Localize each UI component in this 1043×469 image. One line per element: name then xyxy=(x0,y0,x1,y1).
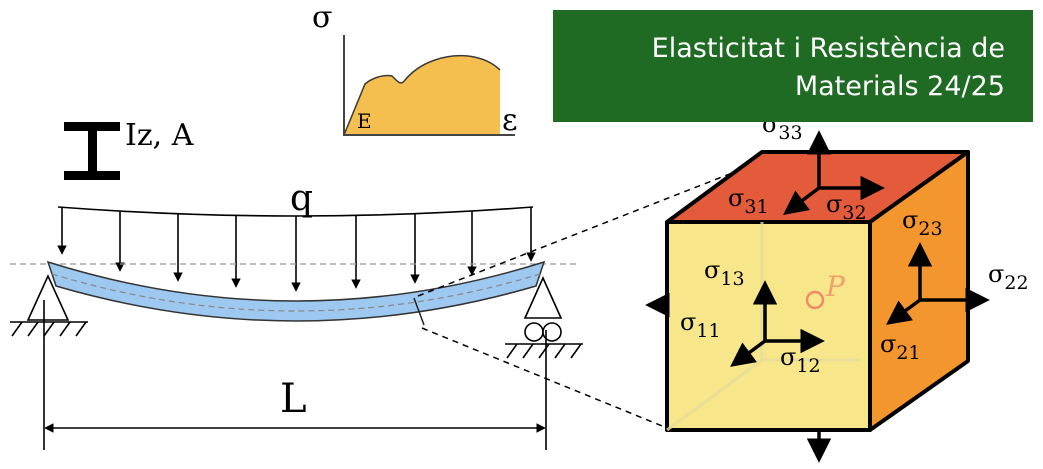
epsilon-axis-label: ε xyxy=(502,103,518,138)
length-label: L xyxy=(280,376,307,422)
pin-support xyxy=(10,274,88,337)
label-s13: σ13 xyxy=(704,256,745,290)
label-s11: σ11 xyxy=(680,308,721,342)
section-cut xyxy=(413,297,425,326)
label-s22: σ22 xyxy=(988,260,1029,294)
label-s12: σ12 xyxy=(780,343,821,377)
cube-front-face xyxy=(665,220,872,432)
stress-strain-plot: σ ε E xyxy=(312,0,518,138)
distributed-load xyxy=(57,206,536,292)
modulus-label: E xyxy=(357,109,372,133)
label-s31: σ31 xyxy=(728,184,769,218)
stress-arrows xyxy=(645,130,990,463)
course-title-banner: Elasticitat i Resistència de Materials 2… xyxy=(553,10,1033,122)
label-s23: σ23 xyxy=(902,206,943,240)
stress-strain-area xyxy=(344,55,500,136)
load-label: q xyxy=(290,178,313,219)
point-p-marker xyxy=(805,290,825,310)
stress-cube: P xyxy=(665,150,970,432)
stress-labels: σ33 σ31 σ32 σ23 σ22 σ13 σ11 σ12 σ21 xyxy=(680,110,1029,377)
length-dimension xyxy=(43,300,547,450)
label-s32: σ32 xyxy=(826,190,867,224)
section-properties-label: Iz, A xyxy=(125,118,194,153)
label-s21: σ21 xyxy=(880,330,921,364)
course-title-line1: Elasticitat i Resistència de xyxy=(651,33,1005,64)
projection-lines xyxy=(417,165,751,431)
i-section-icon xyxy=(64,122,120,180)
course-title-line2: Materials 24/25 xyxy=(794,71,1005,102)
point-p-label: P xyxy=(825,270,846,303)
stress-strain-curve xyxy=(343,54,501,136)
beam xyxy=(10,260,580,326)
roller-support xyxy=(505,276,583,359)
sigma-axis-label: σ xyxy=(312,0,332,35)
